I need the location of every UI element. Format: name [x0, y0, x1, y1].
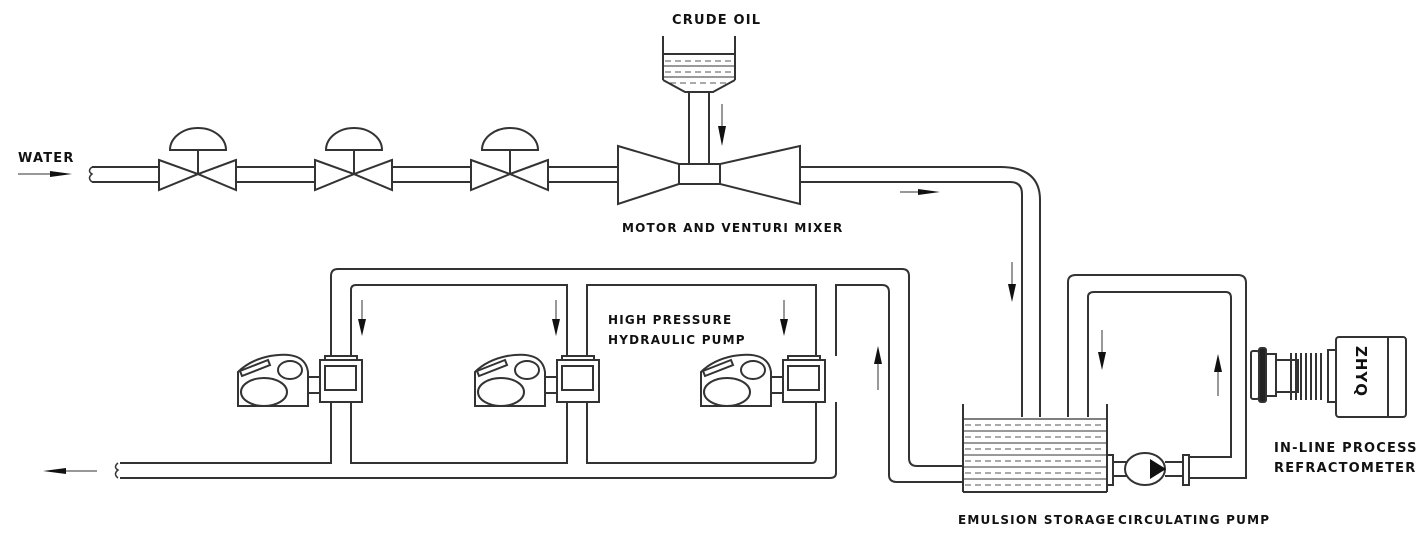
refractometer-brand-mark: ZHYQ [1352, 346, 1370, 397]
flow-arrow-up-return [874, 346, 882, 390]
pipe-break-icon [88, 166, 94, 183]
pipe-break-icon [114, 462, 120, 479]
emulsion-storage-tank [962, 404, 1108, 493]
control-valve-2 [314, 127, 393, 192]
venturi-mixer [617, 144, 801, 206]
circulation-loop-pipe [1067, 274, 1247, 479]
hydraulic-header-pipe [330, 268, 963, 483]
water-inlet-arrow [18, 171, 72, 177]
flow-arrow-down-pump-3 [780, 300, 788, 336]
flow-arrow-down-storage [1008, 262, 1016, 302]
label-crude-oil: CRUDE OIL [672, 13, 761, 28]
flow-arrow-down-pump-1 [358, 300, 366, 336]
refractometer: ZHYQ [1250, 336, 1407, 418]
label-refractometer-1: IN-LINE PROCESS [1274, 441, 1418, 456]
label-hydraulic-pump-1: HIGH PRESSURE [608, 313, 732, 327]
outlet-arrow [43, 468, 97, 474]
label-circulating-pump: CIRCULATING PUMP [1118, 513, 1270, 527]
refractometer-fins [1290, 353, 1322, 400]
label-hydraulic-pump-2: HYDRAULIC PUMP [608, 333, 746, 347]
flow-arrow-right [900, 189, 940, 195]
hydraulic-pump-3 [700, 353, 826, 407]
discharge-pipe [114, 402, 837, 479]
pump-direction-icon [1150, 459, 1166, 479]
hydraulic-pump-2 [474, 353, 600, 407]
crude-oil-hopper [662, 36, 736, 164]
crude-oil-flow-arrow [718, 104, 726, 146]
label-water: WATER [18, 151, 75, 166]
flow-arrow-up-loop [1214, 354, 1222, 396]
label-refractometer-2: REFRACTOMETER [1274, 461, 1416, 476]
water-pipe [88, 166, 618, 183]
hydraulic-pump-1 [237, 353, 363, 407]
mixer-to-storage-pipe [800, 166, 1041, 417]
flow-arrow-down-pump-2 [552, 300, 560, 336]
control-valve-3 [470, 127, 549, 192]
circulating-pump [1106, 452, 1190, 486]
control-valve-1 [158, 127, 237, 192]
label-mixer: MOTOR AND VENTURI MIXER [622, 221, 843, 235]
label-emulsion-storage: EMULSION STORAGE [958, 513, 1116, 527]
flow-arrow-down-loop [1098, 330, 1106, 370]
